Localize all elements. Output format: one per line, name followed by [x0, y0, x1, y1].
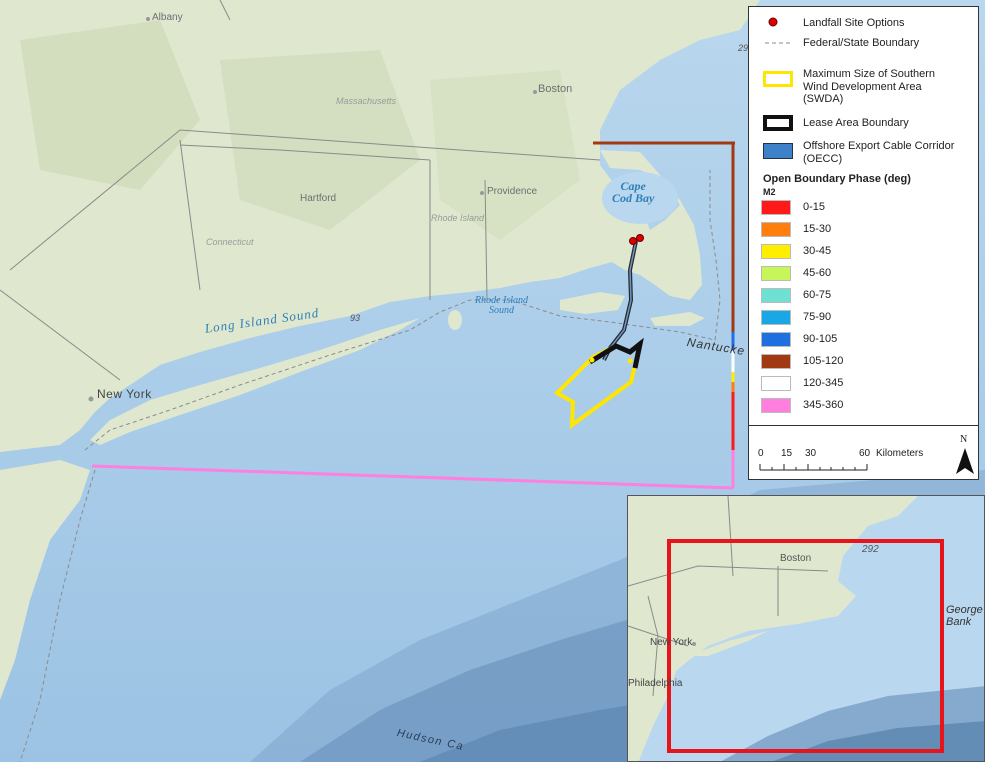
label-route-29: 29 — [738, 43, 749, 53]
cape-cod — [600, 150, 702, 300]
scale-bar: 0 15 30 60 Kilometers N — [749, 425, 978, 482]
phase-title: Open Boundary Phase (deg) — [763, 173, 911, 185]
phase-swatch — [761, 332, 791, 347]
north-label: N — [960, 434, 968, 445]
phase-swatch — [761, 266, 791, 281]
phase-swatch — [761, 310, 791, 325]
label-hartford: Hartford — [300, 193, 337, 204]
phase-swatch — [761, 376, 791, 391]
phase-swatch — [761, 354, 791, 369]
label-connecticut: Connecticut — [206, 237, 254, 247]
state-boundaries — [0, 0, 601, 381]
phase-row: 30-45 — [749, 244, 978, 264]
phase-row: 15-30 — [749, 222, 978, 242]
yellow-box-icon — [763, 71, 793, 87]
landfall-site-2[interactable] — [636, 234, 644, 242]
federal-state-boundary — [84, 170, 721, 451]
phase-row: 75-90 — [749, 310, 978, 330]
label-massachusetts: Massachusetts — [336, 96, 397, 106]
label-route-93: 93 — [350, 313, 361, 323]
legend-item-federal-state: Federal/State Boundary — [749, 35, 978, 51]
dashed-line-icon — [763, 35, 793, 49]
label-providence: Providence — [487, 186, 538, 197]
phase-row: 105-120 — [749, 354, 978, 374]
label-rhode-island-sound: Rhode Island Sound — [475, 295, 529, 316]
label-cape-cod-bay: Cape Cod Bay — [612, 179, 655, 205]
label-boston: Boston — [538, 83, 573, 95]
legend-item-swda: Maximum Size of Southern Wind Developmen… — [749, 56, 978, 105]
phase-swatch — [761, 222, 791, 237]
scale-ruler — [759, 464, 868, 471]
label-new-york: New York — [97, 387, 152, 401]
inset-label-292: 292 — [862, 544, 879, 555]
open-boundary — [91, 141, 735, 490]
phase-row: 90-105 — [749, 332, 978, 352]
phase-swatch — [761, 244, 791, 259]
inset-extent-box — [667, 539, 944, 753]
landfall-site-1[interactable] — [629, 237, 637, 245]
inset-label-georges-bank: George Bank — [946, 604, 983, 628]
legend: Landfall Site Options Federal/State Boun… — [748, 6, 979, 480]
red-dot-icon — [763, 15, 793, 29]
inset-map: Boston 292 George Bank New York Philadel… — [627, 495, 985, 762]
phase-swatch — [761, 398, 791, 413]
blue-box-icon — [763, 143, 793, 159]
legend-item-landfall: Landfall Site Options — [749, 15, 978, 31]
phase-swatch — [761, 200, 791, 215]
cape-cod-bay — [602, 172, 678, 224]
phase-row: 0-15 — [749, 200, 978, 220]
phase-row: 45-60 — [749, 266, 978, 286]
inset-label-boston: Boston — [780, 553, 812, 564]
label-albany: Albany — [152, 12, 183, 23]
phase-swatch — [761, 288, 791, 303]
label-rhode-island: Rhode Island — [431, 213, 485, 223]
legend-item-lease: Lease Area Boundary — [749, 115, 978, 133]
inset-label-new-york: New York — [650, 637, 693, 648]
legend-item-oecc: Offshore Export Cable Corridor (OECC) — [749, 140, 978, 168]
long-island — [90, 318, 420, 445]
north-arrow-icon — [956, 448, 974, 474]
phase-row: 120-345 — [749, 376, 978, 396]
phase-subtitle: M2 — [763, 187, 776, 197]
lease-area — [588, 337, 644, 369]
inset-label-philadelphia: Philadelphia — [628, 678, 683, 689]
black-box-icon — [763, 115, 793, 131]
phase-row: 345-360 — [749, 398, 978, 418]
phase-row: 60-75 — [749, 288, 978, 308]
